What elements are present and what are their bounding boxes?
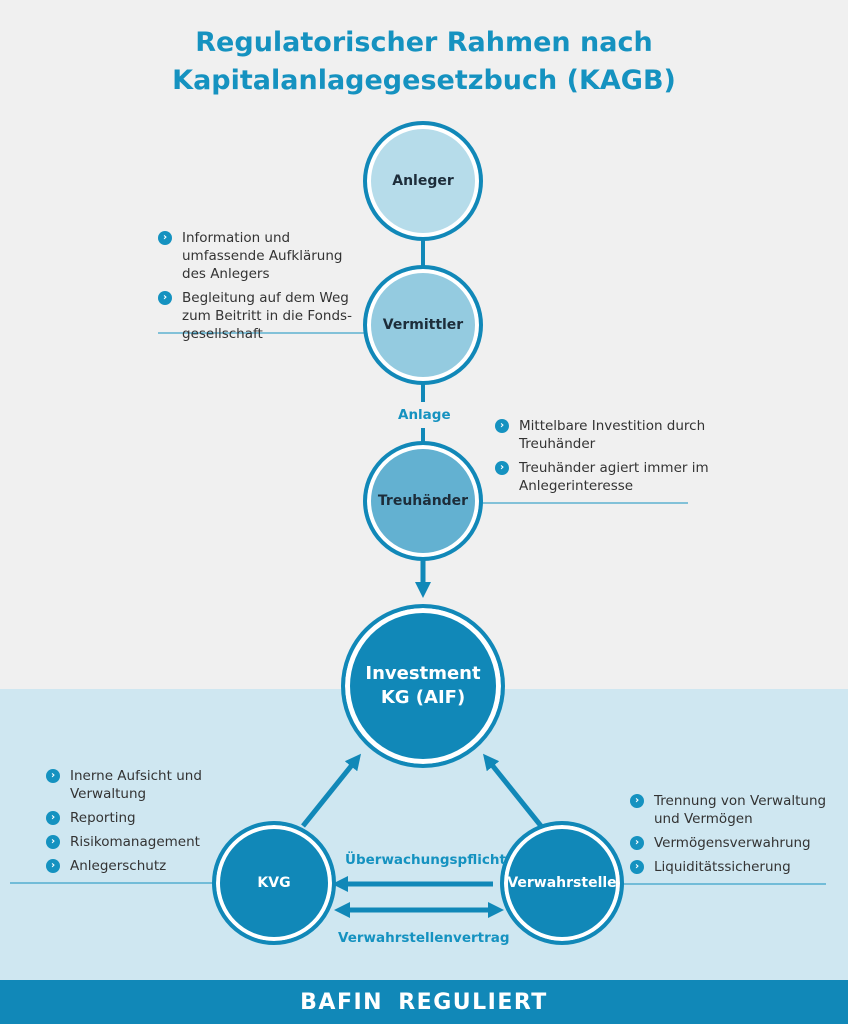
node-investment-label-2: KG (AIF) xyxy=(380,687,466,708)
chevron-right-icon: › xyxy=(158,291,172,305)
node-kvg: KVG xyxy=(212,821,336,945)
list-item: ›Information und umfassende Aufklärung d… xyxy=(158,229,363,283)
chevron-right-icon: › xyxy=(630,836,644,850)
node-investment-kg: Investment KG (AIF) xyxy=(341,604,505,768)
list-item: ›Inerne Aufsicht und Verwaltung xyxy=(46,767,221,803)
node-vermittler: Vermittler xyxy=(363,265,483,385)
arrow-verwahrstelle-investment xyxy=(482,753,543,828)
kvg-bullets: ›Inerne Aufsicht und Verwaltung ›Reporti… xyxy=(46,767,221,881)
list-item: ›Treuhänder agiert immer im Anlegerinter… xyxy=(495,459,715,495)
label-verwahrstellenvertrag: Verwahrstellenvertrag xyxy=(338,930,510,946)
chevron-right-icon: › xyxy=(495,419,509,433)
node-investment-label-1: Investment xyxy=(365,663,481,684)
node-anleger: Anleger xyxy=(363,121,483,241)
list-item: ›Begleitung auf dem Weg zum Beitritt in … xyxy=(158,289,363,343)
node-anleger-label: Anleger xyxy=(392,173,454,189)
chevron-right-icon: › xyxy=(630,860,644,874)
chevron-right-icon: › xyxy=(158,231,172,245)
footer-banner: BAFIN REGULIERT xyxy=(0,980,848,1024)
list-item: ›Mittelbare Investition durch Treuhänder xyxy=(495,417,715,453)
list-item: ›Risikomanagement xyxy=(46,833,221,851)
node-verwahrstelle: Verwahrstelle xyxy=(500,821,624,945)
list-item: ›Reporting xyxy=(46,809,221,827)
arrow-kvg-investment xyxy=(301,753,362,828)
node-kvg-label: KVG xyxy=(257,875,291,891)
chevron-right-icon: › xyxy=(46,859,60,873)
label-ueberwachungspflicht: Überwachungspflicht xyxy=(345,852,506,868)
list-item: ›Anlegerschutz xyxy=(46,857,221,875)
node-treuhaender-label: Treuhänder xyxy=(377,493,469,509)
page-title: Regulatorischer Rahmen nach Kapitalanlag… xyxy=(0,24,848,100)
chevron-right-icon: › xyxy=(46,835,60,849)
node-vermittler-label: Vermittler xyxy=(382,317,464,333)
verwahrstelle-bullets: ›Trennung von Verwaltung und Vermögen ›V… xyxy=(630,792,840,882)
list-item: ›Liquiditätssicherung xyxy=(630,858,840,876)
footer-text: BAFIN REGULIERT xyxy=(300,989,548,1015)
chevron-right-icon: › xyxy=(46,769,60,783)
chevron-right-icon: › xyxy=(46,811,60,825)
list-item: ›Vermögensverwahrung xyxy=(630,834,840,852)
label-anlage: Anlage xyxy=(398,407,451,423)
node-treuhaender: Treuhänder xyxy=(363,441,483,561)
title-line-2: Kapitalanlagegesetzbuch (KAGB) xyxy=(172,65,676,96)
list-item: ›Trennung von Verwaltung und Vermögen xyxy=(630,792,840,828)
vermittler-bullets: ›Information und umfassende Aufklärung d… xyxy=(158,229,363,349)
chevron-right-icon: › xyxy=(630,794,644,808)
treuhaender-bullets: ›Mittelbare Investition durch Treuhänder… xyxy=(495,417,715,501)
chevron-right-icon: › xyxy=(495,461,509,475)
node-verwahrstelle-label: Verwahrstelle xyxy=(507,875,617,891)
title-line-1: Regulatorischer Rahmen nach xyxy=(195,27,653,58)
